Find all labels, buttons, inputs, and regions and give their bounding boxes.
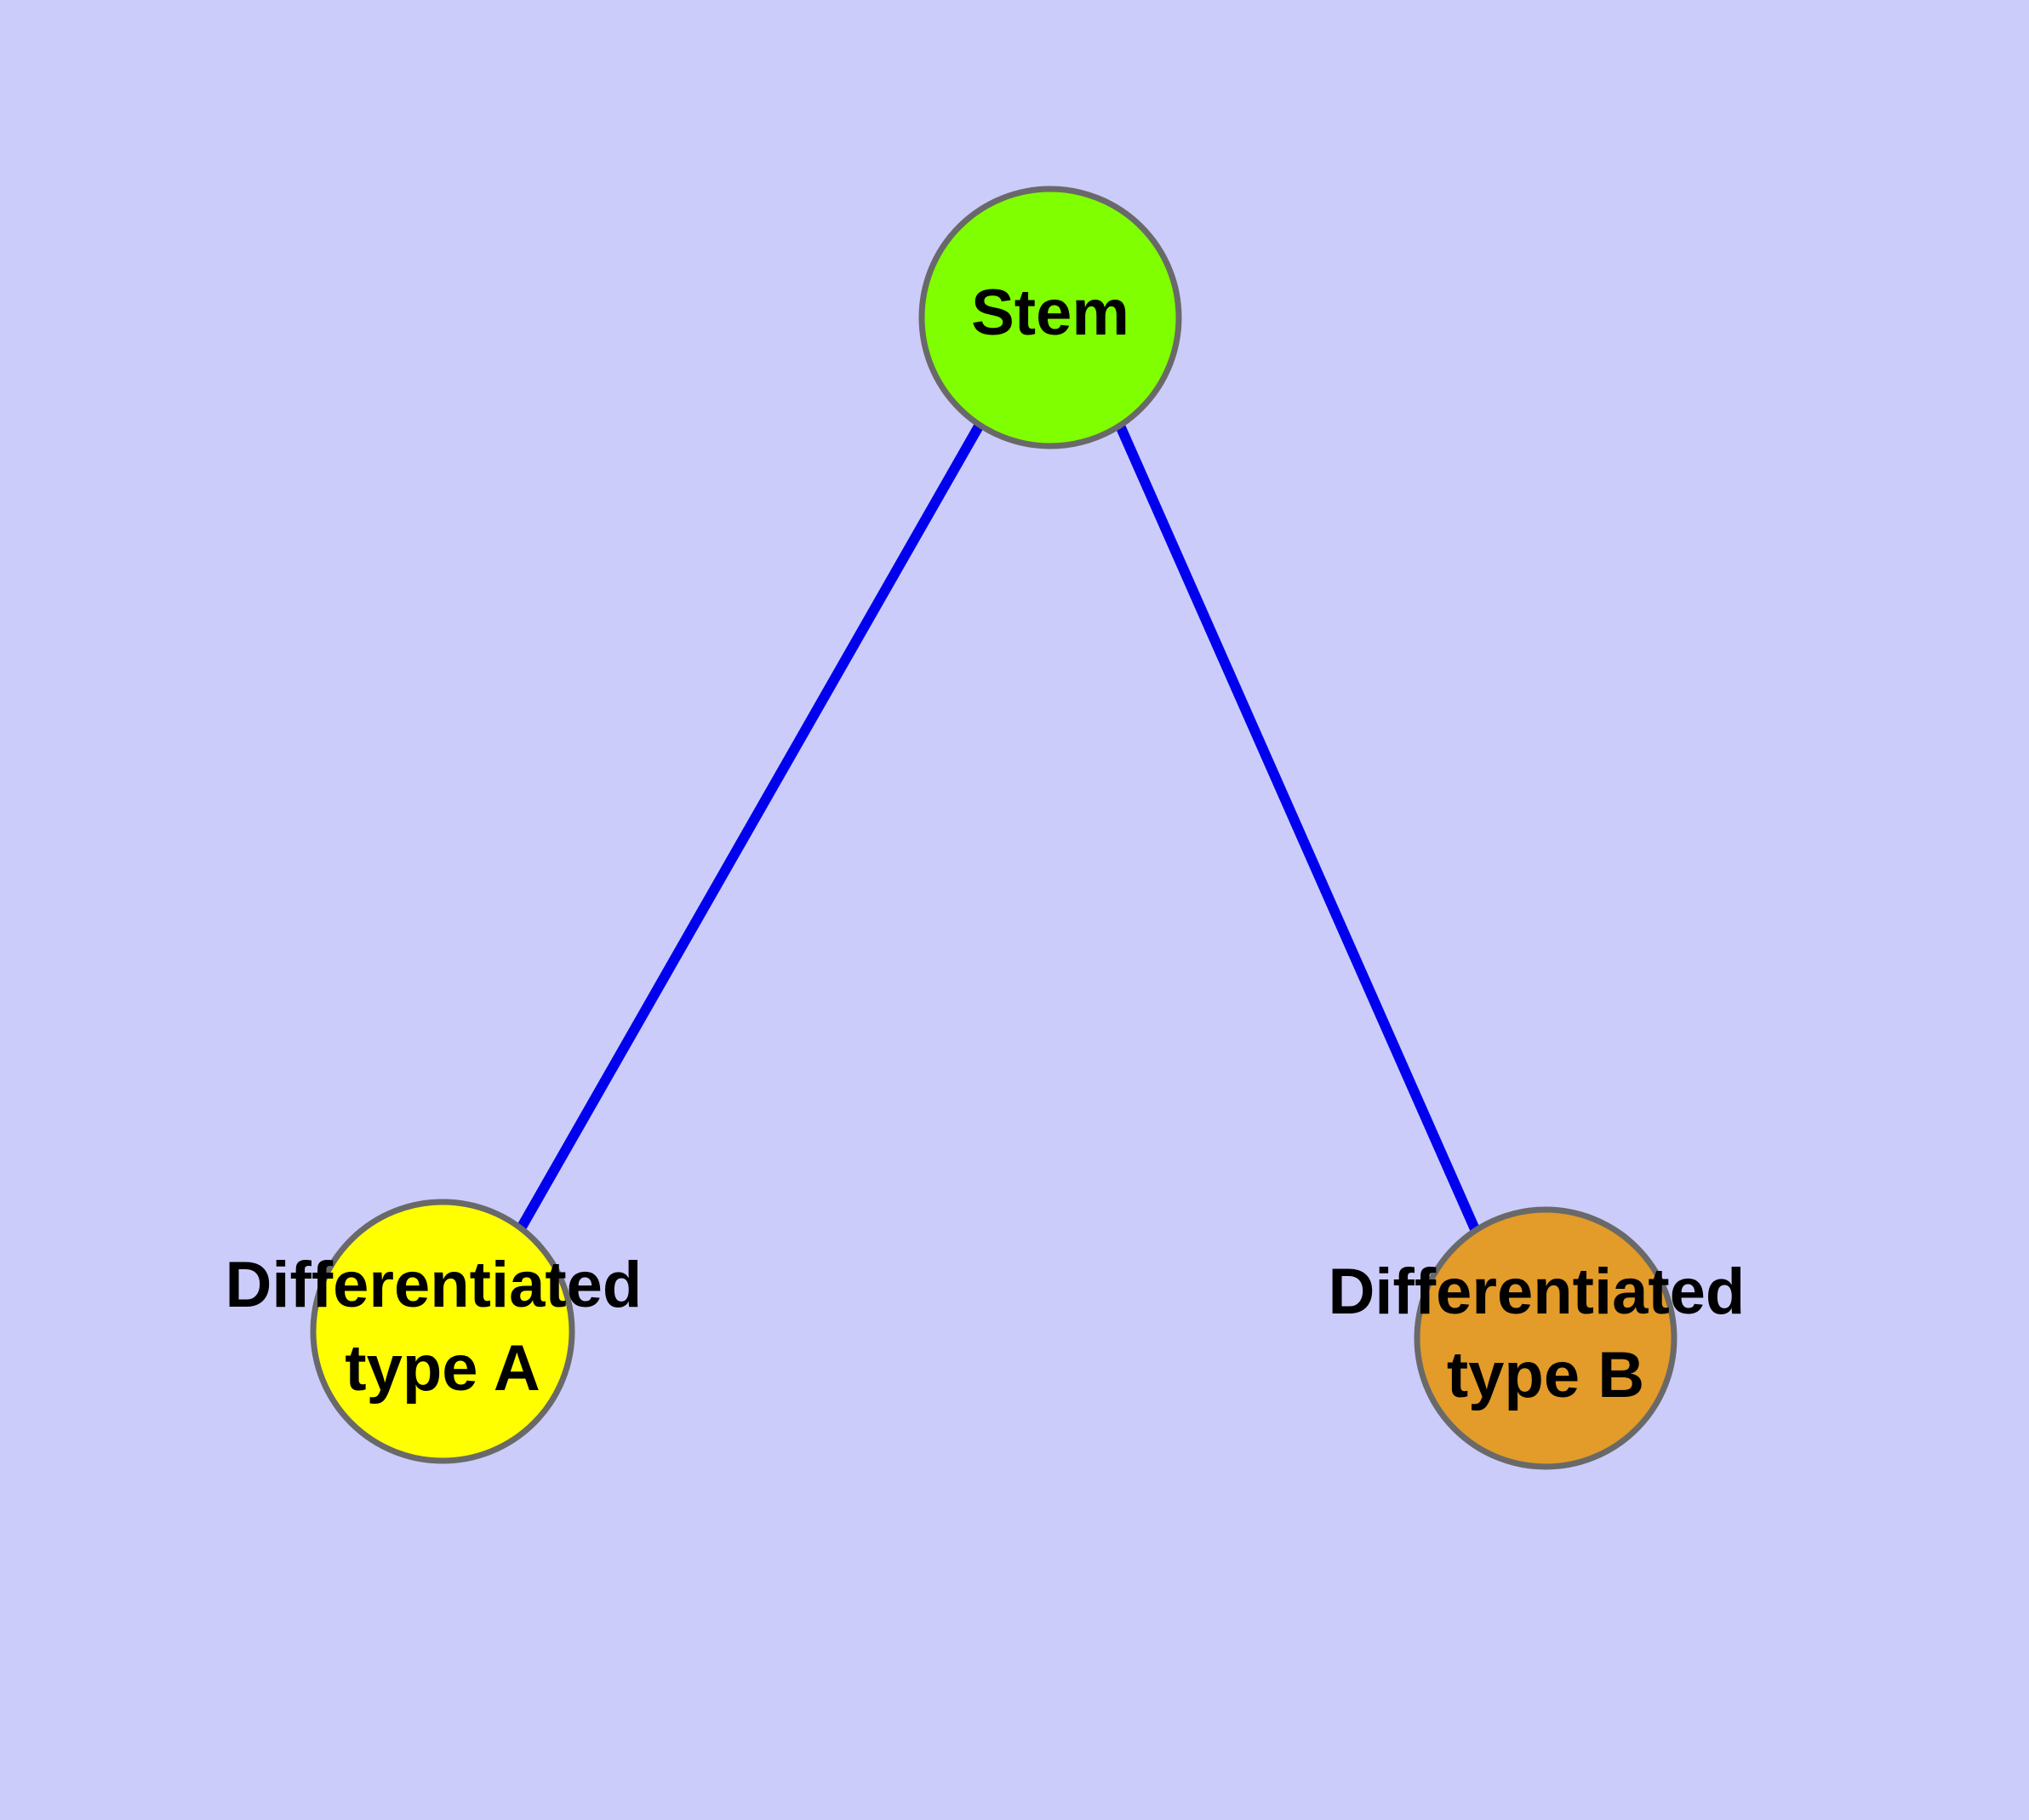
node-diff-b-label-line-2: type B — [1447, 1339, 1644, 1411]
node-diff-a-label: Differentiated type A — [226, 1249, 660, 1405]
node-stem-circle[interactable] — [918, 186, 1182, 449]
node-diff-a-label-line-1: Differentiated — [226, 1249, 643, 1321]
node-diff-b-label: Differentiated type B — [1329, 1256, 1763, 1411]
node-diff-b[interactable] — [1414, 1206, 1677, 1470]
node-diff-a-circle[interactable] — [310, 1199, 575, 1464]
edge-stem-to-diff-a[interactable] — [516, 422, 985, 1231]
edge-stem-to-diff-b[interactable] — [1115, 423, 1480, 1232]
edges-group — [516, 422, 1480, 1232]
node-stem-label: Stem — [971, 277, 1129, 349]
node-stem[interactable] — [918, 186, 1182, 449]
nodes-group — [310, 186, 1677, 1470]
node-diff-b-circle[interactable] — [1414, 1206, 1677, 1470]
labels-group: Stem Differentiated type A Differentiate… — [226, 277, 1763, 1411]
node-diff-b-label-line-1: Differentiated — [1329, 1256, 1746, 1328]
node-stem-label-line-1: Stem — [971, 277, 1129, 349]
node-diff-a[interactable] — [310, 1199, 575, 1464]
node-diff-a-label-line-2: type A — [345, 1332, 540, 1405]
